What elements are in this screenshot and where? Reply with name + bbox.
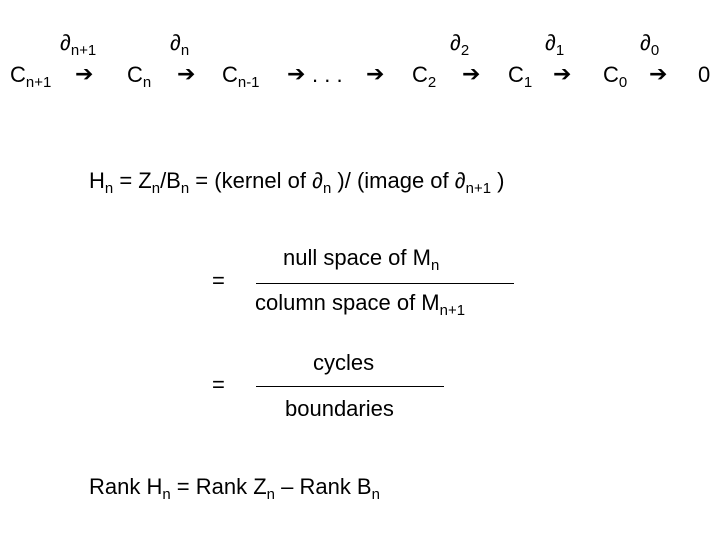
chain-term-n1: Cn+1 bbox=[10, 62, 52, 91]
arrow-icon: ➔ bbox=[75, 61, 94, 86]
arrow-icon: ➔ bbox=[177, 61, 196, 86]
arrow-icon: ➔ bbox=[287, 61, 306, 86]
arrow-icon: ➔ bbox=[462, 61, 481, 86]
chain-term-0: C0 bbox=[603, 62, 628, 91]
arrow-icon: ➔ bbox=[366, 61, 385, 86]
chain-term-2: C2 bbox=[412, 62, 437, 91]
rank-equation: Rank Hn = Rank Zn – Rank Bn bbox=[89, 474, 380, 503]
chain-terminal-zero: 0 bbox=[698, 62, 711, 87]
chain-term-1: C1 bbox=[508, 62, 533, 91]
chain-ellipsis: . . . bbox=[312, 62, 343, 87]
homology-definition: Hn = Zn/Bn = (kernel of ∂n )/ (image of … bbox=[89, 168, 505, 197]
fraction2-bar bbox=[256, 386, 444, 387]
fraction2-numerator: cycles bbox=[313, 350, 375, 375]
boundary-op-1: ∂1 bbox=[545, 30, 565, 59]
chain-term-n-1: Cn-1 bbox=[222, 62, 260, 91]
fraction1-denominator: column space of Mn+1 bbox=[255, 290, 466, 319]
fraction2-equals: = bbox=[212, 372, 225, 397]
boundary-op-n: ∂n bbox=[170, 30, 190, 59]
arrow-icon: ➔ bbox=[649, 61, 668, 86]
fraction1-equals: = bbox=[212, 268, 225, 293]
boundary-op-0: ∂0 bbox=[640, 30, 660, 59]
fraction2-denominator: boundaries bbox=[285, 396, 394, 421]
fraction1-numerator: null space of Mn bbox=[283, 245, 440, 274]
boundary-op-n1: ∂n+1 bbox=[60, 30, 97, 59]
fraction1-bar bbox=[256, 283, 514, 284]
arrow-icon: ➔ bbox=[553, 61, 572, 86]
chain-term-n: Cn bbox=[127, 62, 152, 91]
boundary-op-2: ∂2 bbox=[450, 30, 470, 59]
